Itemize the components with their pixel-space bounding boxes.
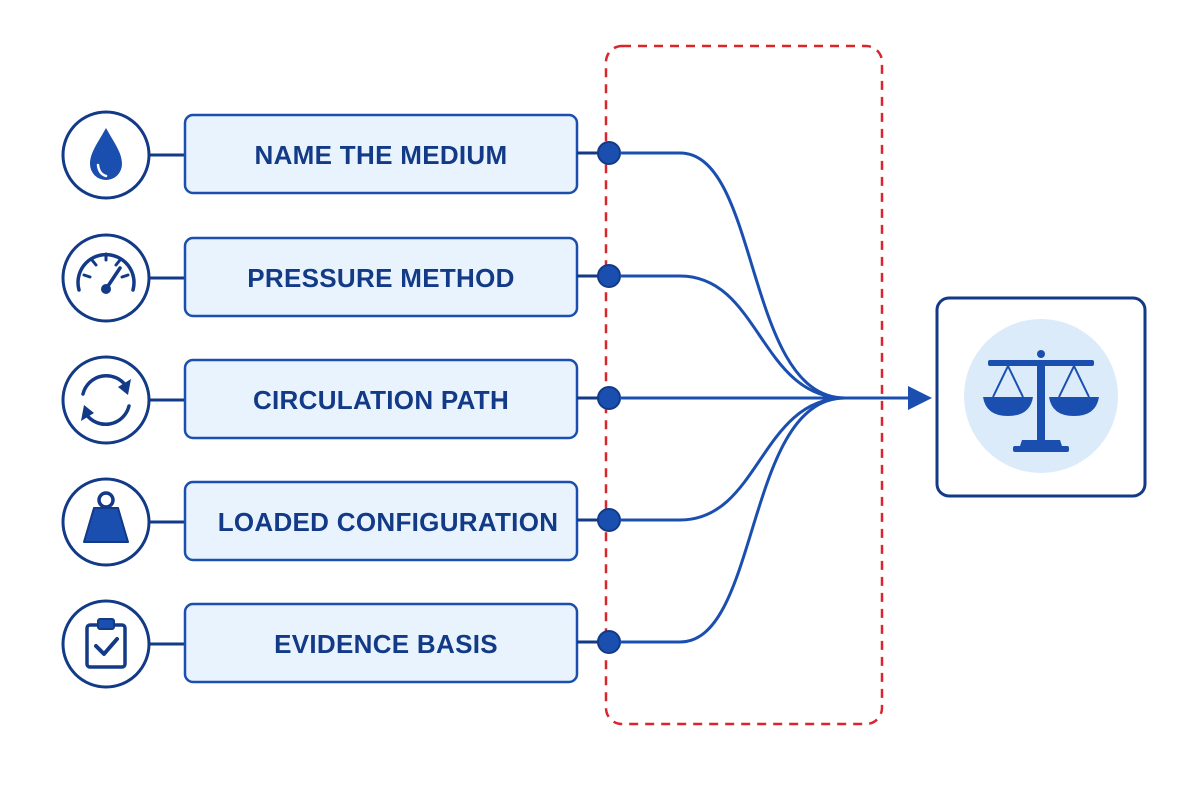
flow-curve-5 (620, 396, 846, 644)
icon-circle (61, 355, 151, 445)
output-arrowhead (908, 386, 932, 410)
connector-dot (597, 264, 621, 288)
step-label: PRESSURE METHOD (247, 263, 514, 293)
icon-circle (61, 599, 151, 689)
step-row-5: EVIDENCE BASIS (61, 599, 621, 689)
flow-curve-1 (620, 151, 846, 400)
flow-curve-4 (620, 396, 846, 522)
step-row-1: NAME THE MEDIUM (61, 110, 621, 200)
balance-scale-icon (983, 350, 1099, 452)
circulation-arrows-icon (81, 373, 131, 427)
step-row-4: LOADED CONFIGURATION (61, 477, 621, 567)
step-label: EVIDENCE BASIS (274, 629, 498, 659)
target-box (935, 296, 1147, 498)
connector-dot (597, 141, 621, 165)
connector-dot (597, 386, 621, 410)
step-label: NAME THE MEDIUM (255, 140, 508, 170)
highlight-region (604, 44, 884, 726)
step-row-3: CIRCULATION PATH (61, 355, 621, 445)
weight-icon (83, 491, 129, 543)
clipboard-check-icon (85, 618, 127, 669)
connector-dot (597, 630, 621, 654)
converging-lines (620, 151, 912, 644)
pressure-gauge-icon (76, 252, 136, 294)
step-label: CIRCULATION PATH (253, 385, 509, 415)
connector-dot (597, 508, 621, 532)
step-row-2: PRESSURE METHOD (61, 233, 621, 323)
step-label: LOADED CONFIGURATION (218, 507, 559, 537)
flow-curve-2 (620, 274, 846, 400)
icon-circle (61, 233, 151, 323)
water-drop-icon (90, 128, 122, 180)
